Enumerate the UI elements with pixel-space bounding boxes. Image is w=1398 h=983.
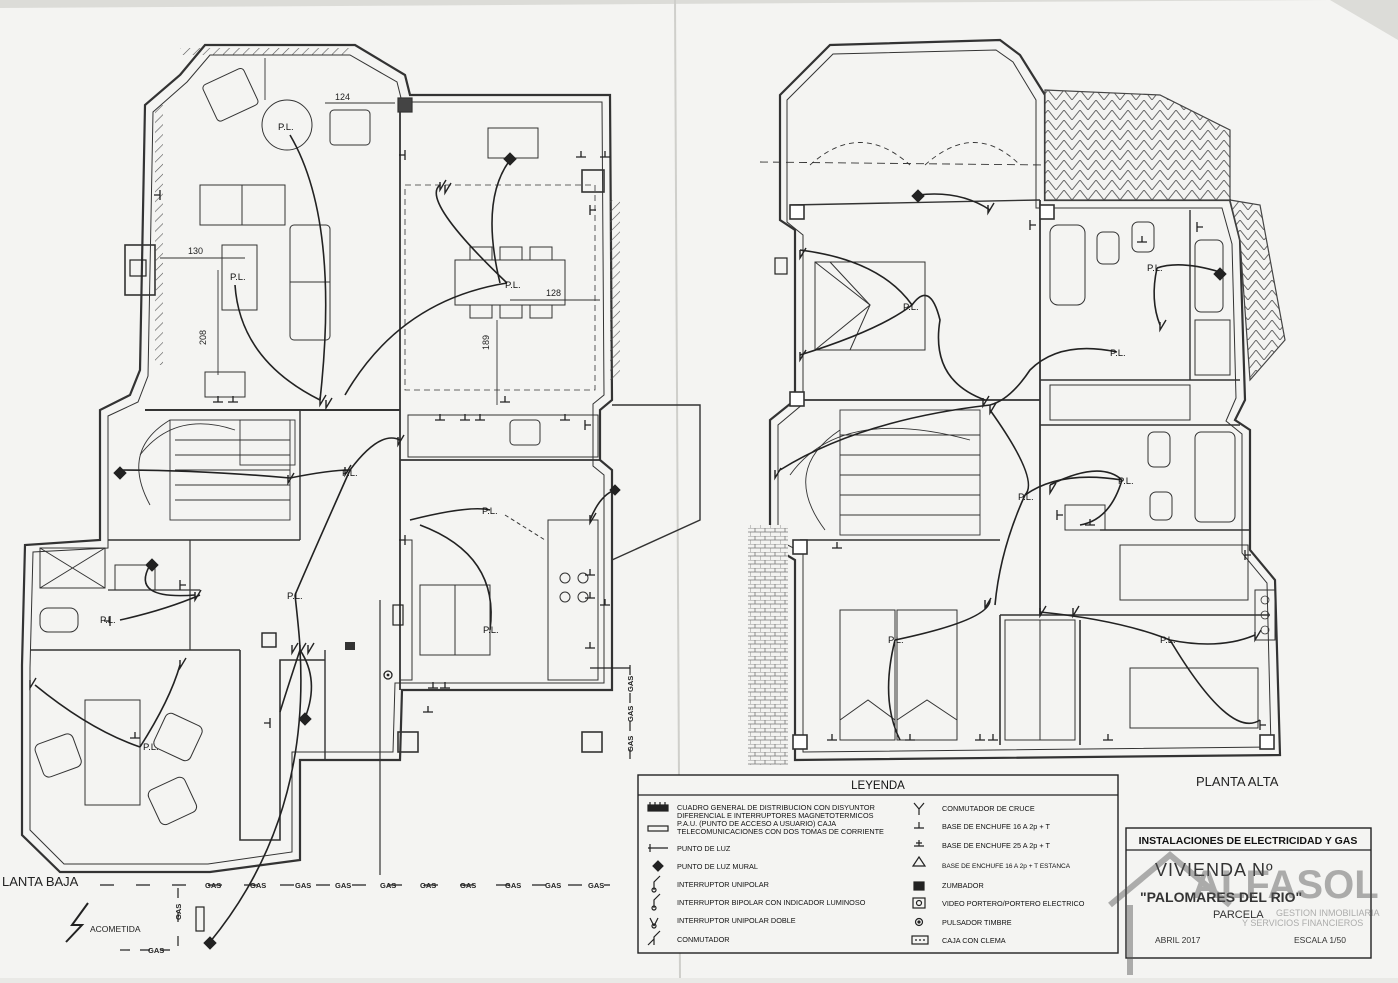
ground-floor-plan	[20, 43, 701, 875]
light-point-label: P.L.	[1160, 635, 1176, 646]
legend-left-text: P.A.U. (PUNTO DE ACCESO A USUARIO) CAJA	[677, 819, 836, 828]
dimension-208: 208	[198, 330, 208, 345]
legend-left-symbols	[647, 802, 669, 946]
light-point-label: P.L.	[482, 506, 498, 517]
project-name: "PALOMARES DEL RIO"	[1140, 889, 1302, 905]
dimension-189: 189	[481, 335, 491, 350]
dimension-130: 130	[188, 246, 203, 256]
meter-box	[195, 906, 205, 932]
legend-right-texts: CONMUTADOR DE CRUCE BASE DE ENCHUFE 16 A…	[942, 804, 1085, 945]
dimension-texts: 124 130 208 128 189	[188, 92, 561, 350]
legend-right-text: CAJA CON CLEMA	[942, 936, 1006, 945]
gas-line	[100, 665, 631, 951]
parcela-label: PARCELA	[1213, 909, 1264, 921]
legend-right-text: PULSADOR TIMBRE	[942, 918, 1012, 927]
date-label: ABRIL 2017	[1155, 935, 1201, 945]
electrical-wiring	[34, 134, 1261, 943]
legend-left-text: CONMUTADOR	[677, 935, 730, 944]
wall-light-symbols	[113, 152, 1227, 950]
light-point-label: P.L.	[505, 280, 521, 291]
legend-right-text: BASE DE ENCHUFE 25 A 2p + T	[942, 841, 1050, 850]
dimension-lines	[160, 58, 600, 405]
watermark: ALFASOL GESTION INMOBILIARIA Y SERVICIOS…	[1108, 851, 1380, 975]
legend-title: LEYENDA	[851, 780, 905, 792]
scale-label: ESCALA 1/50	[1294, 935, 1346, 945]
legend-left-text: TELECOMUNICACIONES CON DOS TOMAS DE CORR…	[677, 827, 884, 836]
upper-floor-label: PLANTA ALTA	[1196, 774, 1279, 789]
light-point-label: P.L.	[230, 272, 246, 283]
light-point-label: P.L.	[888, 635, 904, 646]
gas-label: GAS	[148, 946, 164, 955]
socket-symbols	[104, 150, 1266, 741]
watermark-sub1: GESTION INMOBILIARIA	[1276, 908, 1380, 918]
light-point-label: P.L.	[342, 468, 358, 479]
legend-right-text: CONMUTADOR DE CRUCE	[942, 804, 1035, 813]
watermark-sub2: Y SERVICIOS FINANCIEROS	[1242, 918, 1363, 928]
light-point-label: P.L.	[143, 742, 159, 753]
legend-left-text: DIFERENCIAL E INTERRUPTORES MAGNETOTERMI…	[677, 811, 874, 820]
watermark-brand: ALFASOL	[1192, 863, 1379, 907]
gas-label: GAS	[626, 706, 635, 722]
legend-left-text: INTERRUPTOR BIPOLAR CON INDICADOR LUMINO…	[677, 898, 866, 907]
gas-label: GAS	[588, 881, 604, 890]
title-block-heading: INSTALACIONES DE ELECTRICIDAD Y GAS	[1139, 835, 1358, 847]
gas-label: GAS	[626, 676, 635, 692]
vivienda-label: VIVIENDA Nº	[1155, 860, 1274, 880]
gas-label: GAS	[380, 881, 396, 890]
panel-symbols	[129, 257, 788, 680]
upper-floor-plan	[748, 38, 1286, 765]
gas-label: GAS	[295, 881, 311, 890]
legend-right-text: ZUMBADOR	[942, 881, 984, 890]
light-point-label: P.L.	[100, 615, 116, 626]
title-block: INSTALACIONES DE ELECTRICIDAD Y GAS VIVI…	[1125, 827, 1372, 959]
light-point-labels: P.L. P.L. P.L. P.L. P.L. P.L. P.L. P.L. …	[100, 122, 1176, 753]
light-point-label: P.L.	[1147, 263, 1163, 274]
light-point-label: P.L.	[1018, 492, 1034, 503]
acometida-label: ACOMETIDA	[90, 924, 141, 934]
gas-label: GAS	[505, 881, 521, 890]
lightning-icon	[65, 902, 89, 943]
gas-labels: GAS GAS GAS GAS GAS GAS GAS GAS GAS GAS …	[148, 676, 635, 955]
legend: LEYENDA CUADRO GENERAL DE DISTRIBUCION C…	[637, 774, 1119, 954]
legend-left-texts: CUADRO GENERAL DE DISTRIBUCION CON DISYU…	[677, 803, 884, 944]
light-point-label: P.L.	[287, 591, 303, 602]
house-logo-icon	[1108, 851, 1232, 908]
gas-label: GAS	[545, 881, 561, 890]
ground-floor-label: LANTA BAJA	[2, 874, 79, 889]
switch-symbols	[29, 179, 1262, 691]
dimension-128: 128	[546, 288, 561, 298]
light-point-label: P.L.	[1110, 348, 1126, 359]
legend-left-text: INTERRUPTOR UNIPOLAR DOBLE	[677, 916, 796, 925]
gas-label: GAS	[420, 881, 436, 890]
legend-left-text: PUNTO DE LUZ MURAL	[677, 862, 758, 871]
light-point-label: P.L.	[903, 302, 919, 313]
legend-right-text: BASE DE ENCHUFE 16 A 2p + T ESTANCA	[942, 863, 1071, 870]
legend-left-text: INTERRUPTOR UNIPOLAR	[677, 880, 769, 889]
legend-right-text: BASE DE ENCHUFE 16 A 2p + T	[942, 822, 1050, 831]
gas-label: GAS	[335, 881, 351, 890]
light-point-label: P.L.	[278, 122, 294, 133]
legend-left-text: CUADRO GENERAL DE DISTRIBUCION CON DISYU…	[677, 803, 875, 812]
gas-label: GAS	[250, 881, 266, 890]
gas-label: GAS	[174, 904, 183, 920]
gas-label: GAS	[626, 736, 635, 752]
dimension-124: 124	[335, 92, 350, 102]
legend-right-symbols	[911, 802, 929, 945]
gas-label: GAS	[205, 881, 221, 890]
gas-label: GAS	[460, 881, 476, 890]
legend-right-text: VIDEO PORTERO/PORTERO ELECTRICO	[942, 899, 1085, 908]
light-point-label: P.L.	[1118, 476, 1134, 487]
light-point-label: P.L.	[483, 625, 499, 636]
legend-left-text: PUNTO DE LUZ	[677, 844, 731, 853]
